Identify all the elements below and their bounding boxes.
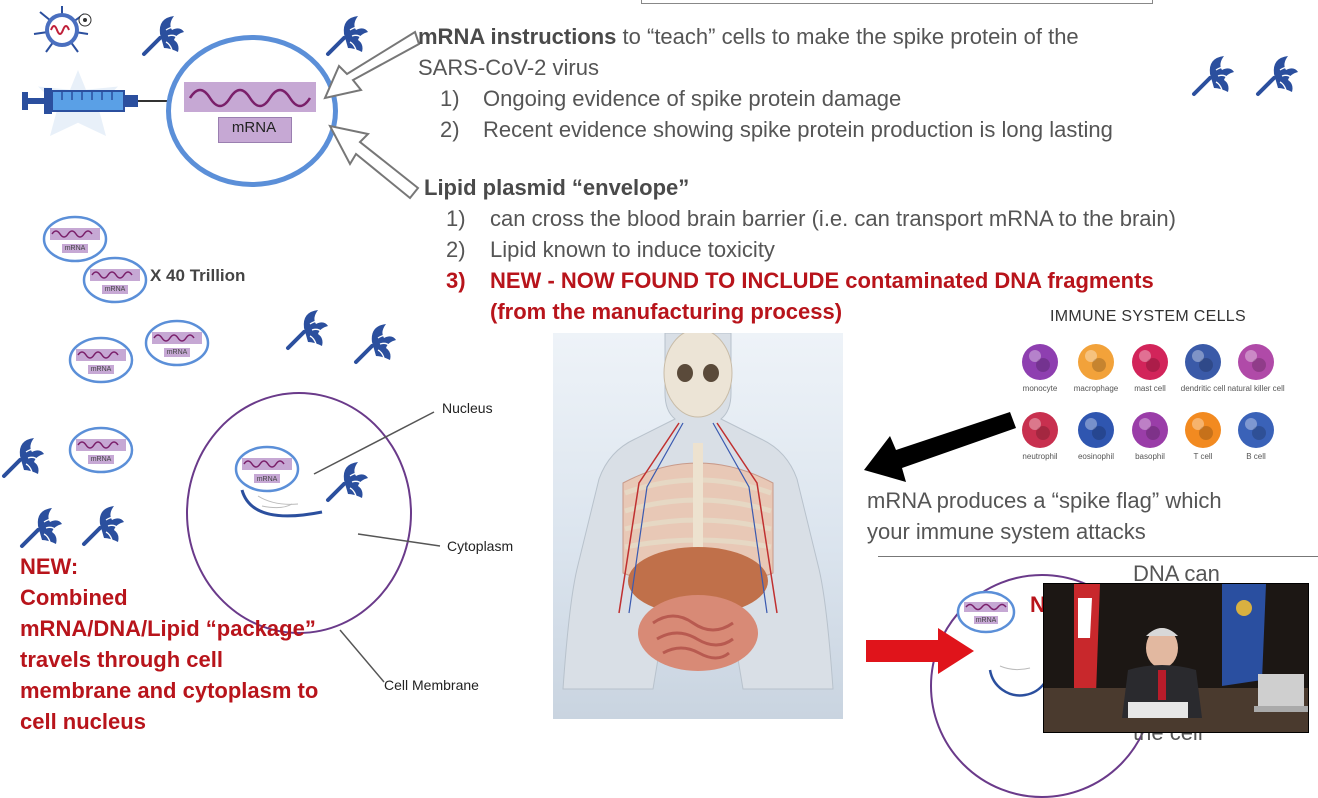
lipid-point-1-num: 1) [446,206,466,231]
spike-protein-icon [2,438,44,478]
immune-cell-label: natural killer cell [1227,384,1285,393]
cell-mrna-particle [234,445,300,493]
mrna-point-1-num: 1) [440,86,460,111]
spike-protein-icon [142,16,184,56]
lipid-point-2: Lipid known to induce toxicity [490,237,775,262]
mrna-point-2: Recent evidence showing spike protein pr… [483,117,1113,142]
mrna-label-box [218,117,292,143]
immune-cell-label: monocyte [1022,384,1058,393]
partial-new-letter: N [1030,592,1046,617]
mrna-instructions-line2: SARS-CoV-2 virus [418,55,599,80]
new-block-line: NEW: [20,554,79,579]
lipid-point-1: can cross the blood brain barrier (i.e. … [490,206,1176,231]
mrna-particle-label: mRNA [64,245,86,252]
immune-cell-icon [1132,412,1168,448]
spike-protein-icon [20,508,62,548]
lipid-title: Lipid plasmid “envelope” [424,175,690,200]
immune-cell-label: mast cell [1134,384,1166,393]
mrna-particle-label: mRNA [90,456,112,463]
mrna-particle: mRNA [144,318,210,368]
new-block-line: membrane and cytoplasm to [20,678,319,703]
immune-cell-icon [1185,344,1221,380]
lipid-new-line2: (from the manufacturing process) [490,299,843,324]
immune-cell-label: T cell [1193,452,1213,461]
immune-cell-icon [1238,412,1274,448]
video-frame [1044,584,1308,732]
mrna-particle: mRNA [42,214,108,264]
mrna-particle-shape [42,215,108,263]
immune-cell-icon [1078,344,1114,380]
mrna-label: mRNA [231,119,277,136]
mrna-particle: mRNA [68,335,134,385]
immune-cell-label: dendritic cell [1180,384,1226,393]
cell-membrane-label: Cell Membrane [384,677,479,693]
video-overlay [1043,583,1309,733]
partial-cell-mrna [956,590,1016,634]
immune-cell-icon [1132,344,1168,380]
anatomy-figure [562,333,834,690]
immune-title: IMMUNE SYSTEM CELLS [1050,308,1246,325]
new-block-line: cell nucleus [20,709,146,734]
mrna-particle-shape [82,256,148,304]
immune-cell-label: neutrophil [1022,452,1058,461]
mrna-particle-label: mRNA [166,349,188,356]
spike-protein-icon [1256,56,1298,96]
mrna-particle-shape [144,319,210,367]
mrna-instructions-line: mRNA instructions to “teach” cells to ma… [418,24,1079,50]
cytoplasm-label: Cytoplasm [447,538,514,554]
arrow-to-mrna [323,30,421,100]
new-block-line: travels through cell [20,647,223,672]
cell-diagram-leader-lines [313,411,441,683]
immune-cell-icon [1022,344,1058,380]
virus-icon [33,6,92,53]
top-frame-line [641,0,1153,4]
new-block-line: Combined [20,585,128,610]
dna-can-text: DNA can [1133,561,1220,586]
spike-note-line2: your immune system attacks [867,519,1146,544]
mrna-particle-shape [68,426,134,474]
immune-cell-label: basophil [1135,452,1165,461]
immune-cell-icon [1238,344,1274,380]
nucleus-label: Nucleus [442,400,493,416]
anatomy-image [553,333,843,719]
mrna-particle: mRNA [82,255,148,305]
spike-note-line1: mRNA produces a “spike flag” which [867,488,1222,513]
new-block-line: mRNA/DNA/Lipid “package” [20,616,316,641]
red-arrow [866,628,974,674]
mrna-instructions-bold: mRNA instructions [418,24,617,49]
partial-cell-mrna-label: mRNA [975,617,997,624]
divider-line [878,556,1318,557]
immune-cell-icon [1078,412,1114,448]
immune-cell-label: eosinophil [1077,452,1115,461]
spike-protein-icon [1192,56,1234,96]
spike-protein-icon [82,506,124,546]
immune-cell-label: macrophage [1073,384,1119,393]
multiplier-label: X 40 Trillion [150,266,246,285]
black-arrow [864,412,1016,482]
lipid-new-num: 3) [446,268,466,293]
mrna-point-1: Ongoing evidence of spike protein damage [483,86,902,111]
mrna-point-2-num: 2) [440,117,460,142]
spike-protein-icon [354,324,396,364]
immune-cell-label: B cell [1246,452,1266,461]
mrna-instructions-rest: to “teach” cells to make the spike prote… [616,24,1079,49]
mrna-particle-shape [68,336,134,384]
mrna-particle-label: mRNA [90,366,112,373]
immune-cell-icon [1185,412,1221,448]
lipid-new-line1: NEW - NOW FOUND TO INCLUDE contaminated … [490,268,1154,293]
syringe-icon [22,88,170,114]
cell-mrna-label: mRNA [256,476,278,483]
mrna-particle: mRNA [68,425,134,475]
lipid-point-2-num: 2) [446,237,466,262]
cell-membrane-circle [186,392,412,634]
spike-protein-icon [286,310,328,350]
mrna-particle-label: mRNA [104,286,126,293]
nucleus-arc [240,489,323,518]
immune-cell-icon [1022,412,1058,448]
arrow-to-lipid [328,124,420,200]
mrna-strand [184,82,316,112]
spike-protein-icon [326,16,368,56]
